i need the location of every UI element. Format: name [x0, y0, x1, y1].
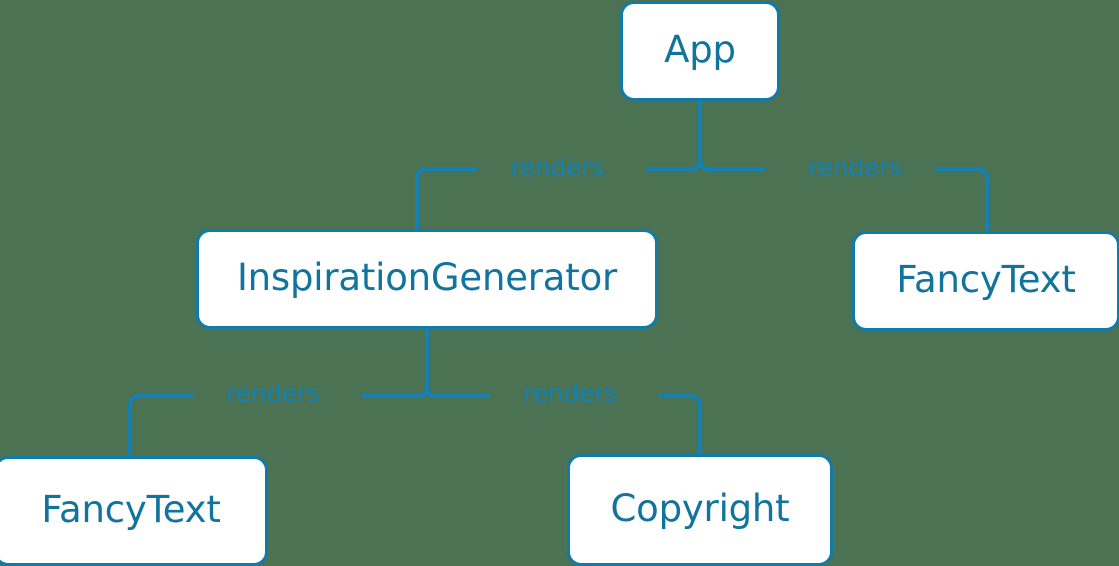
node-fancytext-left[interactable]: FancyText: [0, 456, 268, 566]
edge-label-inspirationgenerator-to-copyright: renders: [523, 379, 617, 408]
node-fancytext-right[interactable]: FancyText: [852, 231, 1119, 331]
node-fancytext-right-label: FancyText: [896, 258, 1076, 301]
edge-label-inspirationgenerator-to-fancytext-left: renders: [226, 379, 320, 408]
node-inspirationgenerator-label: InspirationGenerator: [236, 256, 618, 299]
node-copyright[interactable]: Copyright: [567, 454, 833, 566]
node-app[interactable]: App: [620, 1, 780, 101]
edge-label-app-to-fancytext-right: renders: [808, 153, 902, 182]
node-copyright-label: Copyright: [610, 487, 790, 530]
edge-label-app-to-inspirationgenerator: renders: [510, 153, 604, 182]
node-app-label: App: [664, 28, 736, 71]
node-fancytext-left-label: FancyText: [41, 488, 221, 531]
node-inspirationgenerator[interactable]: InspirationGenerator: [196, 229, 658, 329]
